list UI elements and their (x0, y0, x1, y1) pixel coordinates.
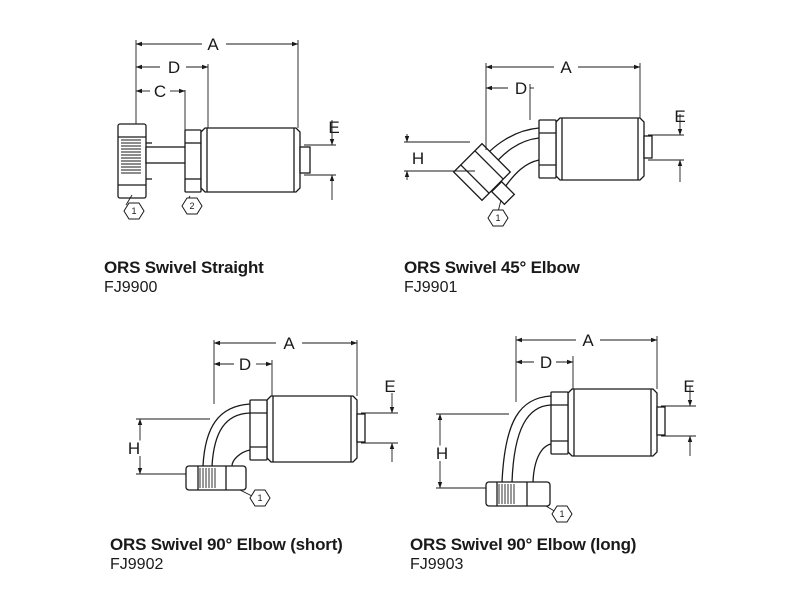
dim-label-a: A (207, 35, 219, 54)
caption-90-elbow-long: ORS Swivel 90° Elbow (long) FJ9903 (410, 535, 636, 575)
part-number: FJ9900 (104, 279, 158, 296)
dim-label-d: D (239, 355, 251, 374)
dim-label-d: D (515, 79, 527, 98)
caption-straight: ORS Swivel Straight FJ9900 (104, 258, 264, 298)
fitting-45-drawing (404, 63, 684, 227)
dim-label-h: H (412, 149, 424, 168)
fitting-90-long-labels: A D E H 1 (434, 331, 695, 519)
fitting-title: ORS Swivel Straight (104, 258, 264, 277)
dim-label-c: C (154, 82, 166, 101)
dim-label-a: A (283, 334, 295, 353)
dim-label-h: H (436, 444, 448, 463)
dim-label-e: E (328, 118, 339, 137)
dim-label-d: D (168, 58, 180, 77)
fitting-straight-labels: A D C E 1 2 (131, 35, 339, 216)
fitting-title: ORS Swivel 90° Elbow (short) (110, 535, 343, 554)
caption-90-elbow-short: ORS Swivel 90° Elbow (short) FJ9902 (110, 535, 343, 575)
dim-label-a: A (560, 58, 572, 77)
part-number: FJ9901 (404, 279, 458, 296)
balloon-label: 1 (131, 206, 136, 216)
dim-label-d: D (540, 353, 552, 372)
dim-label-e: E (683, 377, 694, 396)
caption-45-elbow: ORS Swivel 45° Elbow FJ9901 (404, 258, 580, 298)
part-number: FJ9902 (110, 556, 164, 573)
balloon-label: 1 (559, 509, 564, 519)
thread-hatch (121, 139, 141, 174)
balloon-label: 1 (257, 493, 262, 503)
fitting-title: ORS Swivel 90° Elbow (long) (410, 535, 637, 554)
part-number: FJ9903 (410, 556, 464, 573)
fitting-straight-drawing (117, 40, 336, 220)
dim-label-e: E (674, 107, 685, 126)
fitting-title: ORS Swivel 45° Elbow (404, 258, 580, 277)
dim-label-a: A (582, 331, 594, 350)
balloon-label: 2 (189, 201, 194, 211)
fitting-90-short-drawing (136, 340, 398, 507)
fitting-45-labels: A D E H 1 (412, 58, 686, 223)
balloon-label: 1 (495, 213, 500, 223)
dim-label-h: H (128, 439, 140, 458)
fitting-90-long-drawing (436, 336, 696, 523)
fitting-90-short-labels: A D E H 1 (126, 334, 396, 503)
dim-label-e: E (384, 377, 395, 396)
